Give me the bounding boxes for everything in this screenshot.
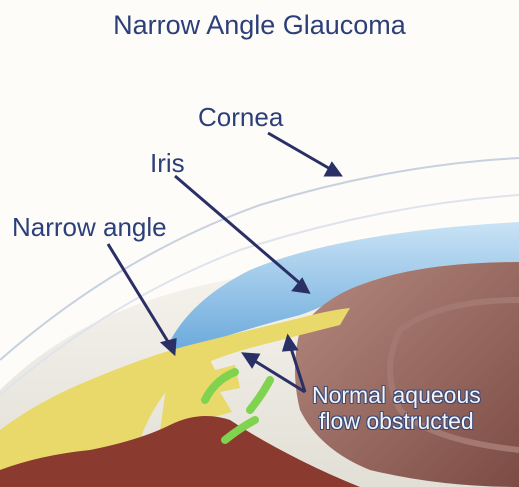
cornea-arrow xyxy=(268,133,332,170)
iris-label: Iris xyxy=(150,150,185,176)
flow-label-line1: Normal aqueous xyxy=(312,382,481,408)
cornea-label: Cornea xyxy=(198,104,283,130)
flow-label: Normal aqueous flow obstructed xyxy=(312,382,481,435)
diagram-title: Narrow Angle Glaucoma xyxy=(0,12,519,39)
flow-label-line2: flow obstructed xyxy=(312,408,481,434)
narrow-angle-label: Narrow angle xyxy=(12,214,167,240)
